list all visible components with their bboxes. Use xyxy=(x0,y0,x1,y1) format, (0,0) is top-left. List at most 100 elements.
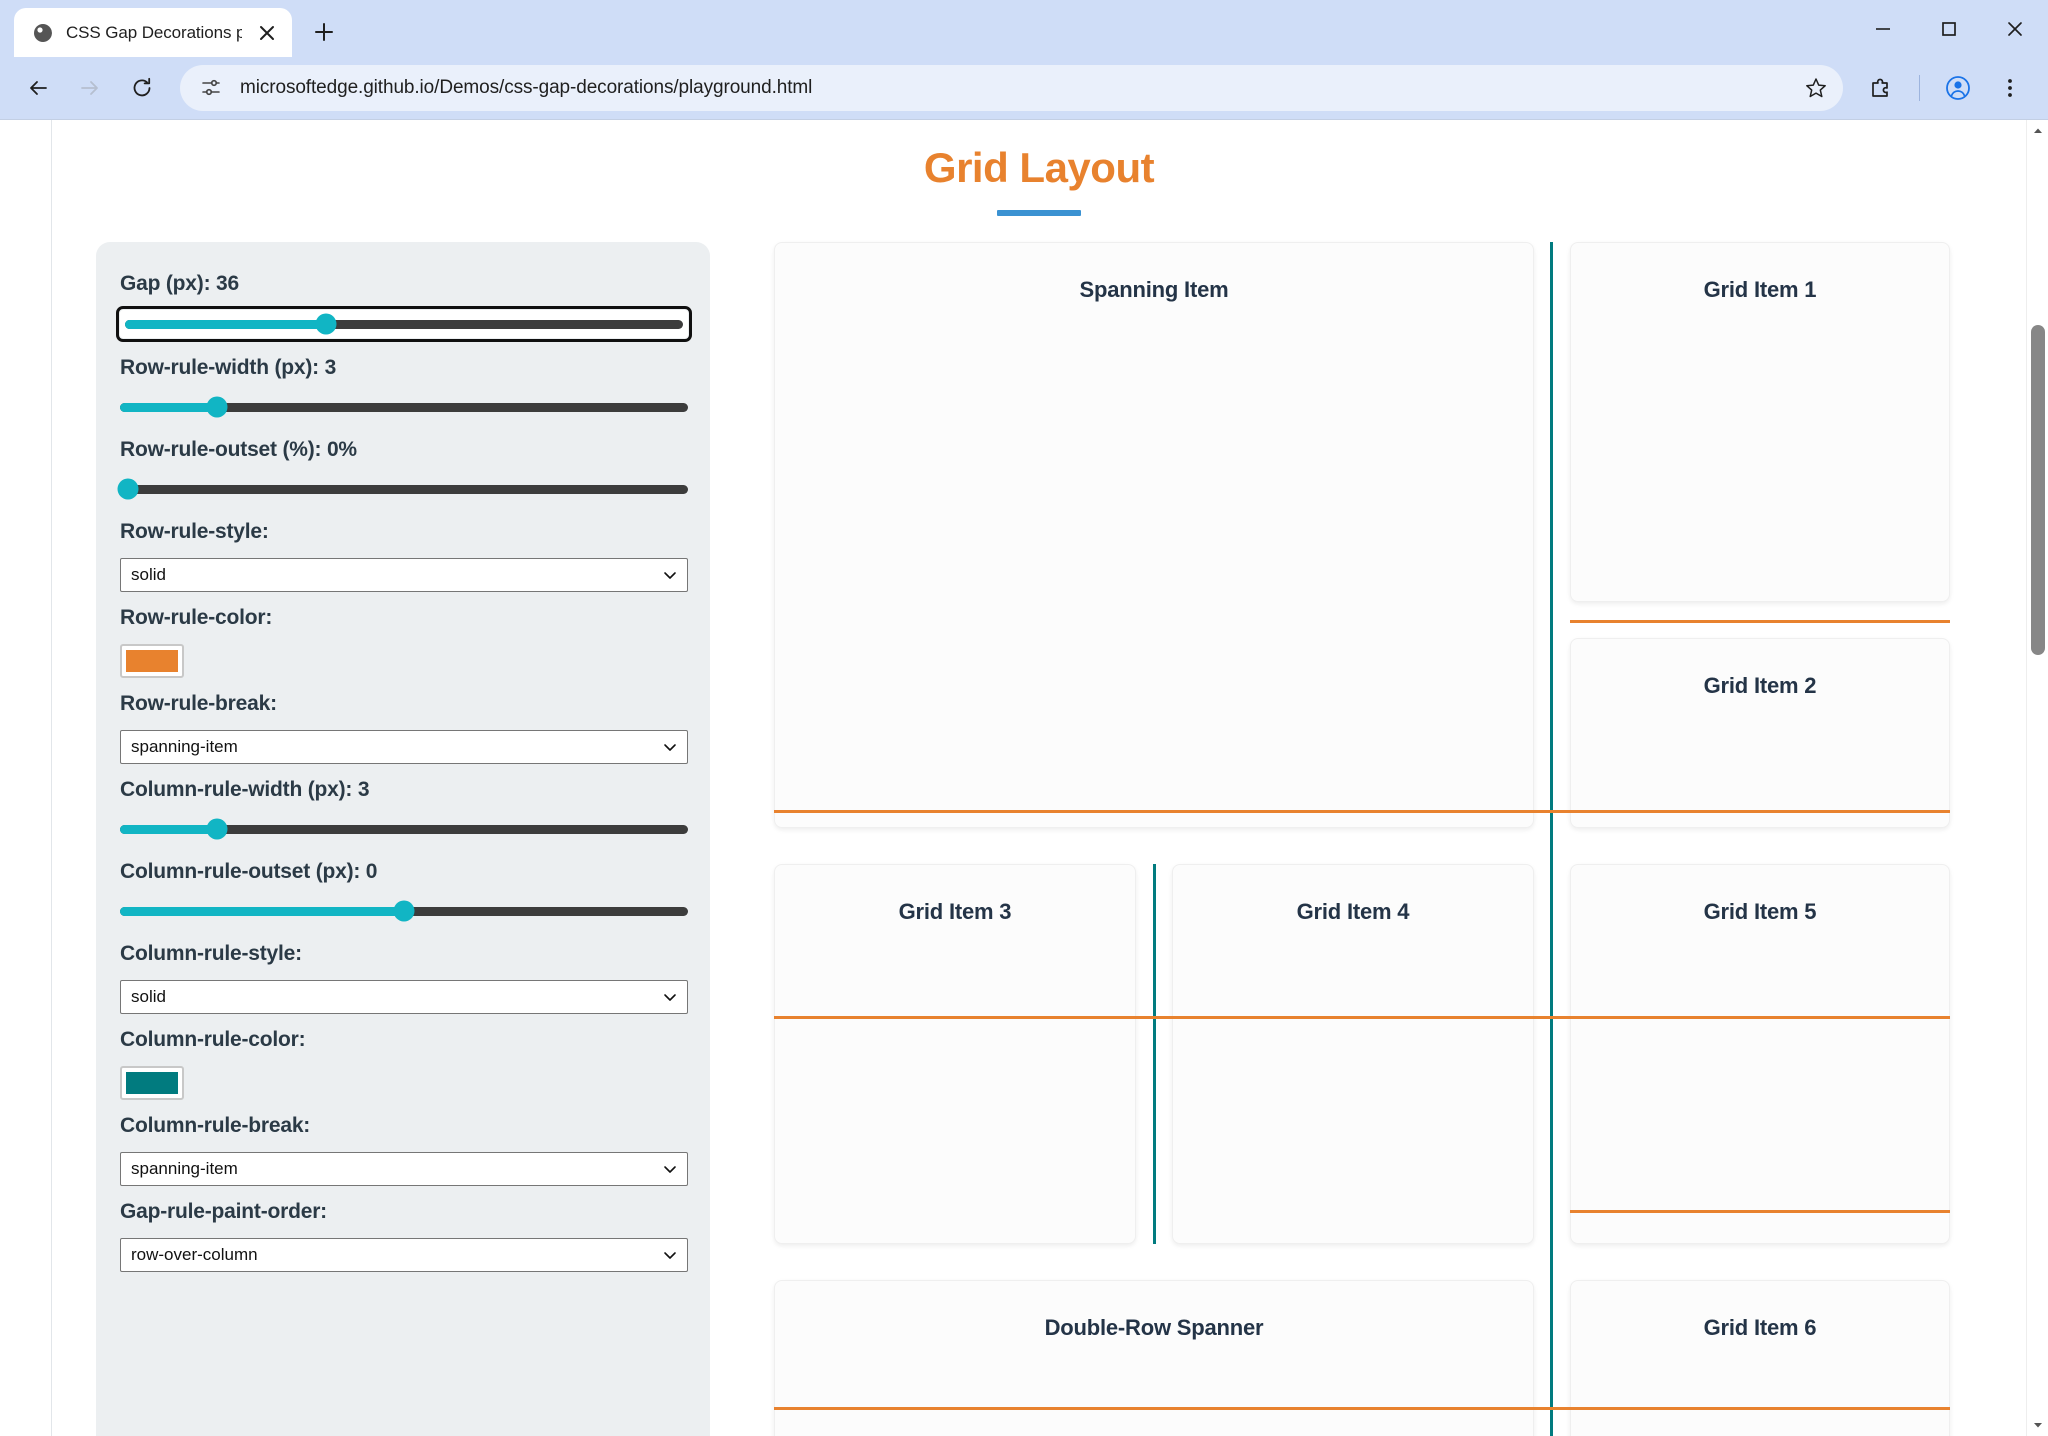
row-rule-style-select[interactable]: solid xyxy=(120,558,688,592)
gap-slider[interactable] xyxy=(116,306,692,342)
slider-track xyxy=(117,478,688,500)
grid-item-1[interactable]: Grid Item 1 xyxy=(1570,242,1950,602)
browser-tab[interactable]: CSS Gap Decorations playgroun xyxy=(14,8,292,57)
slider-track xyxy=(120,396,688,418)
row-rule-col2-r4r5 xyxy=(1569,1210,1950,1213)
row-rule-outset-slider[interactable] xyxy=(117,476,688,502)
control-label: Gap (px): 36 xyxy=(120,272,239,295)
toolbar-divider xyxy=(1919,75,1920,101)
chevron-down-icon xyxy=(661,988,679,1006)
row-rule-full-r5r6 xyxy=(774,1407,1950,1410)
slider-thumb[interactable] xyxy=(206,818,228,840)
control-row-rule-style: Row-rule-style: solid xyxy=(120,520,688,592)
slider-thumb[interactable] xyxy=(117,478,139,500)
column-rule-main xyxy=(1550,242,1554,1436)
grid-item-3[interactable]: Grid Item 3 xyxy=(774,864,1136,1244)
scrollbar-thumb[interactable] xyxy=(2031,325,2045,655)
site-settings-icon[interactable] xyxy=(196,73,226,103)
control-column-rule-width: Column-rule-width (px): 3 xyxy=(120,778,688,842)
globe-icon xyxy=(32,22,56,44)
control-label: Row-rule-width (px): 3 xyxy=(120,356,337,379)
row-rule-width-slider[interactable] xyxy=(120,394,688,420)
page-title-text: Grid Layout xyxy=(923,144,1155,191)
row-rule-full-r2r3 xyxy=(774,810,1950,813)
control-row-rule-color: Row-rule-color: xyxy=(120,606,688,678)
select-value: solid xyxy=(131,987,166,1006)
forward-button[interactable] xyxy=(66,64,114,112)
grid-item-6[interactable]: Grid Item 6 xyxy=(1570,1280,1950,1436)
tab-strip: CSS Gap Decorations playgroun xyxy=(0,0,2048,57)
control-gap: Gap (px): 36 xyxy=(116,272,692,342)
column-rule-break-select[interactable]: spanning-item xyxy=(120,1152,688,1186)
bookmark-star-icon[interactable] xyxy=(1797,69,1835,107)
grid-item-5[interactable]: Grid Item 5 xyxy=(1570,864,1950,1244)
control-label: Gap-rule-paint-order: xyxy=(120,1200,327,1223)
page-left-margin xyxy=(0,120,52,1436)
slider-thumb[interactable] xyxy=(393,900,415,922)
scroll-up-arrow-icon[interactable] xyxy=(2027,120,2048,142)
column-rule-width-slider[interactable] xyxy=(120,816,688,842)
address-bar[interactable]: microsoftedge.github.io/Demos/css-gap-de… xyxy=(180,65,1843,111)
control-column-rule-color: Column-rule-color: xyxy=(120,1028,688,1100)
control-label: Row-rule-break: xyxy=(120,692,277,715)
page-content: Grid Layout Gap (px): 36 xyxy=(52,120,2026,1436)
column-rule-outset-slider[interactable] xyxy=(120,898,688,924)
cell-label: Grid Item 2 xyxy=(1703,673,1817,698)
control-row-rule-width: Row-rule-width (px): 3 xyxy=(120,356,688,420)
gap-rule-paint-order-select[interactable]: row-over-column xyxy=(120,1238,688,1272)
back-button[interactable] xyxy=(14,64,62,112)
demo-grid: Spanning Item Grid Item 1 Grid Item 2 Gr… xyxy=(774,242,1950,1436)
reload-button[interactable] xyxy=(118,64,166,112)
control-label: Column-rule-style: xyxy=(120,942,302,965)
control-label: Column-rule-color: xyxy=(120,1028,306,1051)
select-value: spanning-item xyxy=(131,737,238,756)
grid-item-2[interactable]: Grid Item 2 xyxy=(1570,638,1950,828)
row-rule-color-swatch[interactable] xyxy=(120,644,184,678)
control-row-rule-outset: Row-rule-outset (%): 0% xyxy=(117,438,688,502)
three-dot-menu-icon[interactable] xyxy=(1986,64,2034,112)
close-icon[interactable] xyxy=(254,20,280,46)
control-label: Row-rule-style: xyxy=(120,520,269,543)
close-window-button[interactable] xyxy=(1982,0,2048,57)
slider-thumb[interactable] xyxy=(315,313,337,335)
slider-thumb[interactable] xyxy=(206,396,228,418)
swatch-fill xyxy=(126,650,178,672)
browser-toolbar: microsoftedge.github.io/Demos/css-gap-de… xyxy=(0,57,2048,119)
maximize-button[interactable] xyxy=(1916,0,1982,57)
extensions-puzzle-icon[interactable] xyxy=(1857,64,1905,112)
cell-label: Grid Item 4 xyxy=(1296,899,1410,924)
grid-row3-subgrid: Grid Item 3 Grid Item 4 xyxy=(774,864,1534,1244)
scroll-down-arrow-icon[interactable] xyxy=(2027,1414,2048,1436)
control-row-rule-break: Row-rule-break: spanning-item xyxy=(120,692,688,764)
grid-item-4[interactable]: Grid Item 4 xyxy=(1172,864,1534,1244)
tab-title: CSS Gap Decorations playgroun xyxy=(66,22,242,42)
swatch-fill xyxy=(126,1072,178,1094)
profile-avatar-icon[interactable] xyxy=(1934,64,1982,112)
control-column-rule-style: Column-rule-style: solid xyxy=(120,942,688,1014)
column-rule-inner-row3 xyxy=(1152,864,1156,1244)
control-column-rule-break: Column-rule-break: spanning-item xyxy=(120,1114,688,1186)
new-tab-button[interactable] xyxy=(302,10,346,54)
row-rule-col2-r1r2 xyxy=(1569,620,1950,623)
double-row-spanner[interactable]: Double-Row Spanner xyxy=(774,1280,1534,1436)
window-controls xyxy=(1850,0,2048,57)
control-gap-rule-paint-order: Gap-rule-paint-order: row-over-column xyxy=(120,1200,688,1272)
spanning-item[interactable]: Spanning Item xyxy=(774,242,1534,828)
row-rule-break-select[interactable]: spanning-item xyxy=(120,730,688,764)
slider-track xyxy=(120,818,688,840)
select-value: spanning-item xyxy=(131,1159,238,1178)
content-row: Gap (px): 36 Row-rule-width (px): 3 xyxy=(52,216,2026,1436)
vertical-scrollbar[interactable] xyxy=(2026,120,2048,1436)
page-title: Grid Layout xyxy=(52,120,2026,216)
url-text: microsoftedge.github.io/Demos/css-gap-de… xyxy=(240,77,813,98)
minimize-button[interactable] xyxy=(1850,0,1916,57)
cell-label: Grid Item 6 xyxy=(1703,1315,1817,1340)
column-rule-style-select[interactable]: solid xyxy=(120,980,688,1014)
title-underline xyxy=(997,210,1081,216)
column-rule-color-swatch[interactable] xyxy=(120,1066,184,1100)
control-label: Row-rule-outset (%): 0% xyxy=(120,438,357,461)
slider-track xyxy=(120,900,688,922)
cell-label: Grid Item 5 xyxy=(1703,899,1817,924)
chevron-down-icon xyxy=(661,1160,679,1178)
